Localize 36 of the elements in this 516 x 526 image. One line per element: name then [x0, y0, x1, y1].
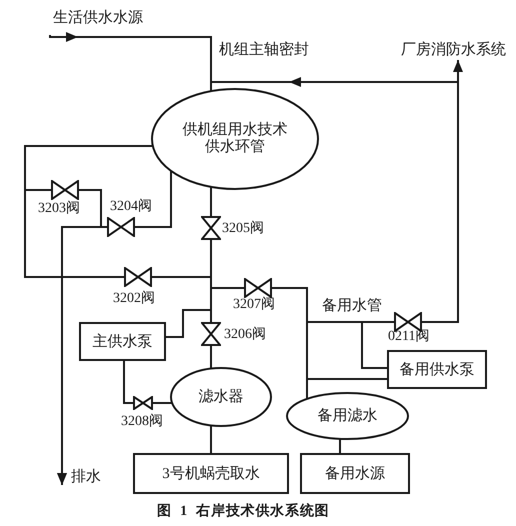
pipe-line: [123, 361, 133, 404]
valve-label: 3207阀: [233, 297, 275, 313]
process-box: [300, 453, 410, 494]
figure-caption: 图 1 右岸技术供水系统图: [157, 503, 330, 520]
valve-label: 3206阀: [224, 327, 266, 343]
box-label: 备用供水泵: [400, 360, 474, 378]
pipe-line: [210, 425, 212, 453]
pipe-label: 备用水管: [322, 297, 382, 315]
ellipse-label: 供机组用水技术供水环管: [182, 122, 288, 156]
endpoint-label: 排水: [71, 468, 101, 486]
pipe-line: [210, 186, 212, 216]
pipe-line: [153, 402, 172, 404]
ellipse-label: 滤水器: [198, 388, 244, 406]
pipe-line: [272, 287, 308, 399]
pipe-line: [24, 145, 153, 278]
box-label: 主供水泵: [92, 332, 152, 350]
valve-label: 3204阀: [110, 199, 152, 215]
pipe-line: [135, 170, 172, 228]
endpoint-label: 生活供水水源: [53, 9, 143, 27]
pipe-line: [339, 438, 341, 453]
box-label: 备用水源: [325, 464, 385, 482]
pipe-line: [361, 321, 394, 369]
valve-label: 3203阀: [38, 201, 80, 217]
box-label: 3号机蜗壳取水: [162, 464, 260, 482]
flow-arrow: [57, 226, 107, 485]
pipe-line: [210, 346, 212, 369]
flow-arrow: [210, 77, 459, 323]
endpoint-label: 厂房消防水系统: [401, 41, 506, 59]
process-box: [133, 453, 289, 494]
valve-label: 3205阀: [222, 221, 264, 237]
valve-label: 3202阀: [113, 291, 155, 307]
pipe-label: 机组主轴密封: [219, 41, 309, 59]
valve-label: 3208阀: [121, 414, 163, 430]
ellipse-label: 备用滤水: [316, 408, 378, 424]
process-box: [79, 322, 166, 361]
process-box: [387, 350, 487, 389]
